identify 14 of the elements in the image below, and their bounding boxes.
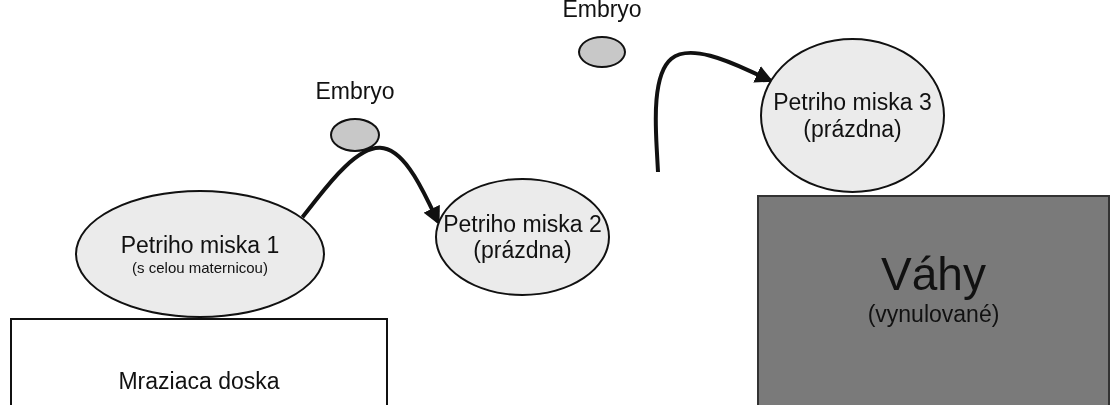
- node-title: Petriho miska 1: [120, 232, 280, 259]
- curved-arrow: [300, 145, 440, 225]
- scale-block: [757, 195, 1110, 405]
- node-subtitle: (s celou maternicou): [132, 258, 268, 276]
- node-title: Petriho miska 2: [443, 210, 602, 237]
- node-title: Petriho miska 3: [773, 89, 932, 116]
- freezing-plate: [10, 318, 388, 405]
- embryo-label: Embryo: [562, 0, 642, 23]
- node-subtitle: (vynulované): [867, 300, 1000, 328]
- node-subtitle: (prázdna): [803, 115, 902, 142]
- embryo-label: Embryo: [315, 78, 395, 105]
- node-title: Váhy: [881, 247, 986, 301]
- node-subtitle: (prázdna): [473, 237, 572, 264]
- node-title: Mraziaca doska: [118, 368, 280, 395]
